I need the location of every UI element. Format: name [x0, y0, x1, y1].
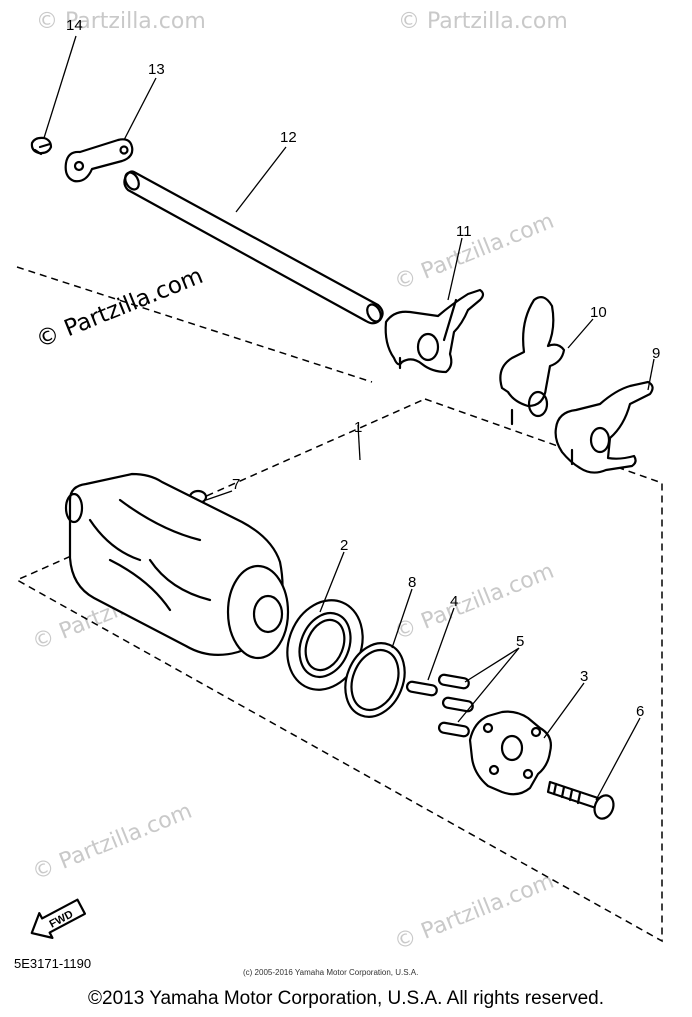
watermark-text: © Partzilla.com	[29, 799, 196, 886]
part-3-segment	[468, 710, 552, 796]
callout-4: 4	[450, 593, 458, 610]
diagram-code: 5E3171-1190	[14, 956, 92, 971]
part-6-bolt	[546, 780, 615, 820]
footer-copyright: ©2013 Yamaha Motor Corporation, U.S.A. A…	[88, 988, 604, 1009]
watermark-text: © Partzilla.com	[398, 9, 568, 34]
part-13-plate	[64, 138, 134, 183]
callout-11: 11	[456, 223, 472, 240]
part-10-shift-fork	[499, 296, 566, 426]
callout-7: 7	[232, 476, 240, 493]
part-11-shift-fork	[384, 288, 485, 374]
small-copyright: (c) 2005-2016 Yamaha Motor Corporation, …	[243, 968, 419, 977]
callout-13: 13	[148, 61, 165, 78]
callout-1: 1	[354, 419, 362, 436]
part-5-pins	[437, 673, 474, 738]
callout-5: 5	[516, 633, 524, 650]
callout-2: 2	[340, 537, 348, 554]
watermark-text: © Partzilla.com	[391, 559, 558, 646]
part-8-ring	[344, 642, 406, 718]
fwd-arrow: FWD	[30, 898, 87, 939]
watermark-text: © Partzilla.com	[391, 869, 558, 956]
callout-14: 14	[66, 17, 83, 34]
watermark-text: © Partzilla.com	[36, 9, 206, 34]
part-1-shift-drum	[64, 472, 290, 660]
callout-8: 8	[408, 574, 416, 591]
callout-12: 12	[280, 129, 297, 146]
callout-3: 3	[580, 668, 588, 685]
leader-lines	[43, 35, 655, 801]
callouts: 14 13 12 11 10 9 1 7 2 8 4 5 3 6	[66, 17, 660, 720]
watermark-dark-text: © Partzilla.com	[33, 263, 207, 354]
callout-6: 6	[636, 703, 644, 720]
part-9-shift-fork	[554, 380, 654, 474]
watermark-dark: © Partzilla.com	[33, 263, 207, 354]
callout-10: 10	[590, 304, 607, 321]
part-12-shaft	[123, 170, 384, 325]
watermark-text: © Partzilla.com	[391, 209, 558, 296]
part-14-screw	[30, 136, 53, 156]
part-4-pin	[405, 680, 438, 697]
callout-9: 9	[652, 345, 660, 362]
